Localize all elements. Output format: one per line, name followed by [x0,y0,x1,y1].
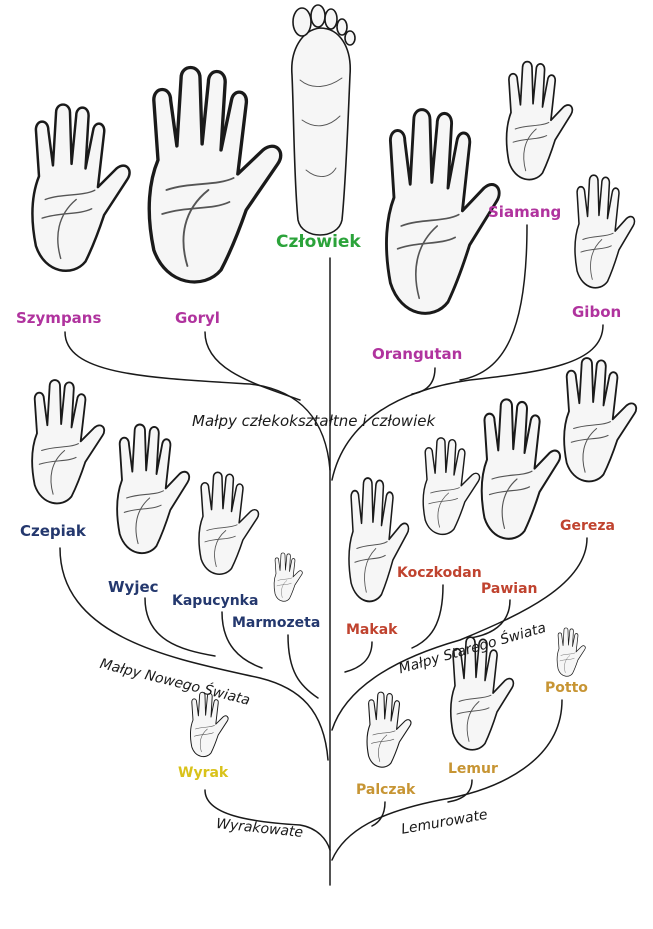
hand-icon-baboon [480,398,562,540]
hand-icon-colobus [563,357,638,483]
branch-chimpanzee [64,331,331,471]
branch-baboon [469,599,511,639]
branch-capuchin [221,611,263,669]
label-potto: Potto [545,680,588,696]
label-lemur: Lemur [448,761,498,777]
branches [59,224,604,886]
label-capuchin: Kapucynka [172,593,259,609]
label-colobus: Gereza [560,518,615,534]
label-macaque: Makak [346,622,398,638]
label-baboon: Pawian [481,581,538,597]
label-siamang: Siamang [488,203,562,221]
label-marmoset: Marmozeta [232,615,321,631]
illustrations [31,4,638,768]
branch-macaque [344,641,373,673]
hand-icon-spider-monkey [31,379,106,505]
branch-orangutan [411,367,436,395]
label-gorilla: Goryl [175,309,220,327]
hand-icon-orangutan [384,108,501,315]
label-spider-monkey: Czepiak [20,522,86,540]
label-aye-aye: Palczak [356,782,416,798]
label-tarsier: Wyrak [178,765,229,781]
hand-icon-aye-aye [366,691,412,768]
label-langur: Koczkodan [397,565,482,581]
hand-icon-capuchin [198,471,260,575]
branch-tarsier [204,789,331,851]
branch-siamang [459,224,528,381]
hand-icon-siamang [505,60,574,181]
label-howler: Wyjec [108,578,159,596]
hand-icon-gibbon [574,174,636,289]
branch-potto [331,699,563,861]
branch-colobus [331,537,588,731]
hand-icon-langur [422,437,481,536]
label-gibbon: Gibon [572,303,622,321]
branch-aye-aye [371,801,386,827]
branch-gibbon [331,324,604,481]
group-apes-and-human: Małpy człekokształtne i człowiek [192,412,436,430]
hand-icon-chimpanzee [31,103,131,273]
label-orangutan: Orangutan [372,345,463,363]
branch-gorilla [204,331,301,401]
hand-icon-gorilla [147,65,283,284]
branch-howler [144,597,216,657]
hand-icon-potto [556,627,586,677]
branch-spider-monkey [59,547,329,761]
branch-langur [411,584,444,649]
hand-icon-howler [116,423,191,555]
foot-icon-human [290,4,356,236]
hand-icon-marmoset [273,552,303,602]
label-human: Człowiek [276,232,361,252]
branch-lemur [447,779,473,803]
branch-marmoset [287,634,319,699]
label-chimpanzee: Szympans [16,309,102,327]
hand-icon-macaque [348,477,410,603]
